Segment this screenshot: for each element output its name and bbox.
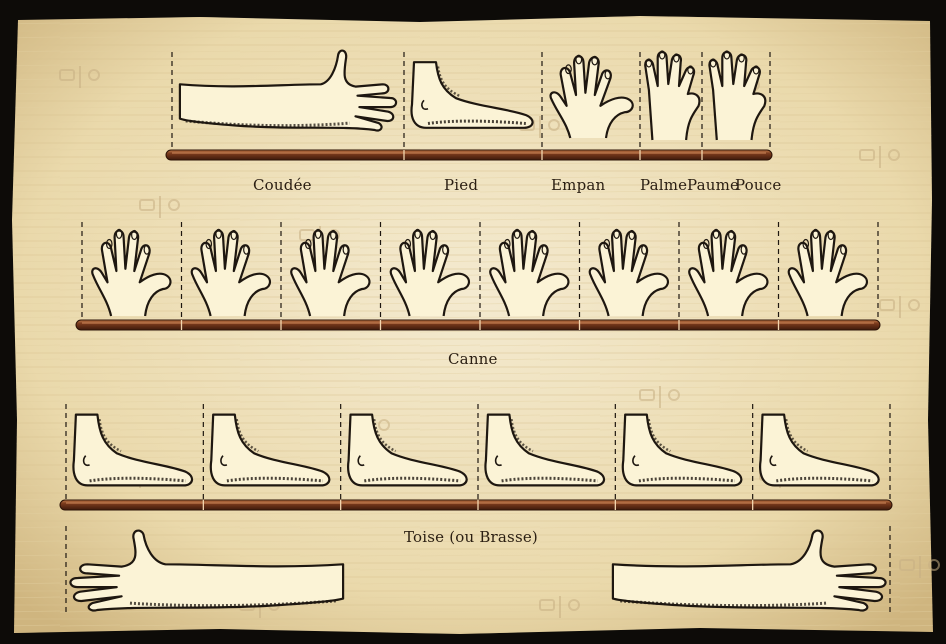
caption-empan: Empan [551, 176, 605, 194]
caption-toise: Toise (ou Brasse) [404, 528, 538, 546]
caption-pied: Pied [444, 176, 478, 194]
caption-paume: Paume [687, 176, 739, 194]
rod-toise [60, 500, 892, 510]
caption-coudee: Coudée [253, 176, 312, 194]
rod-units [166, 150, 772, 160]
caption-pouce: Pouce [735, 176, 781, 194]
rod-canne [76, 320, 880, 330]
caption-canne: Canne [448, 350, 498, 368]
caption-palme: Palme [640, 176, 687, 194]
